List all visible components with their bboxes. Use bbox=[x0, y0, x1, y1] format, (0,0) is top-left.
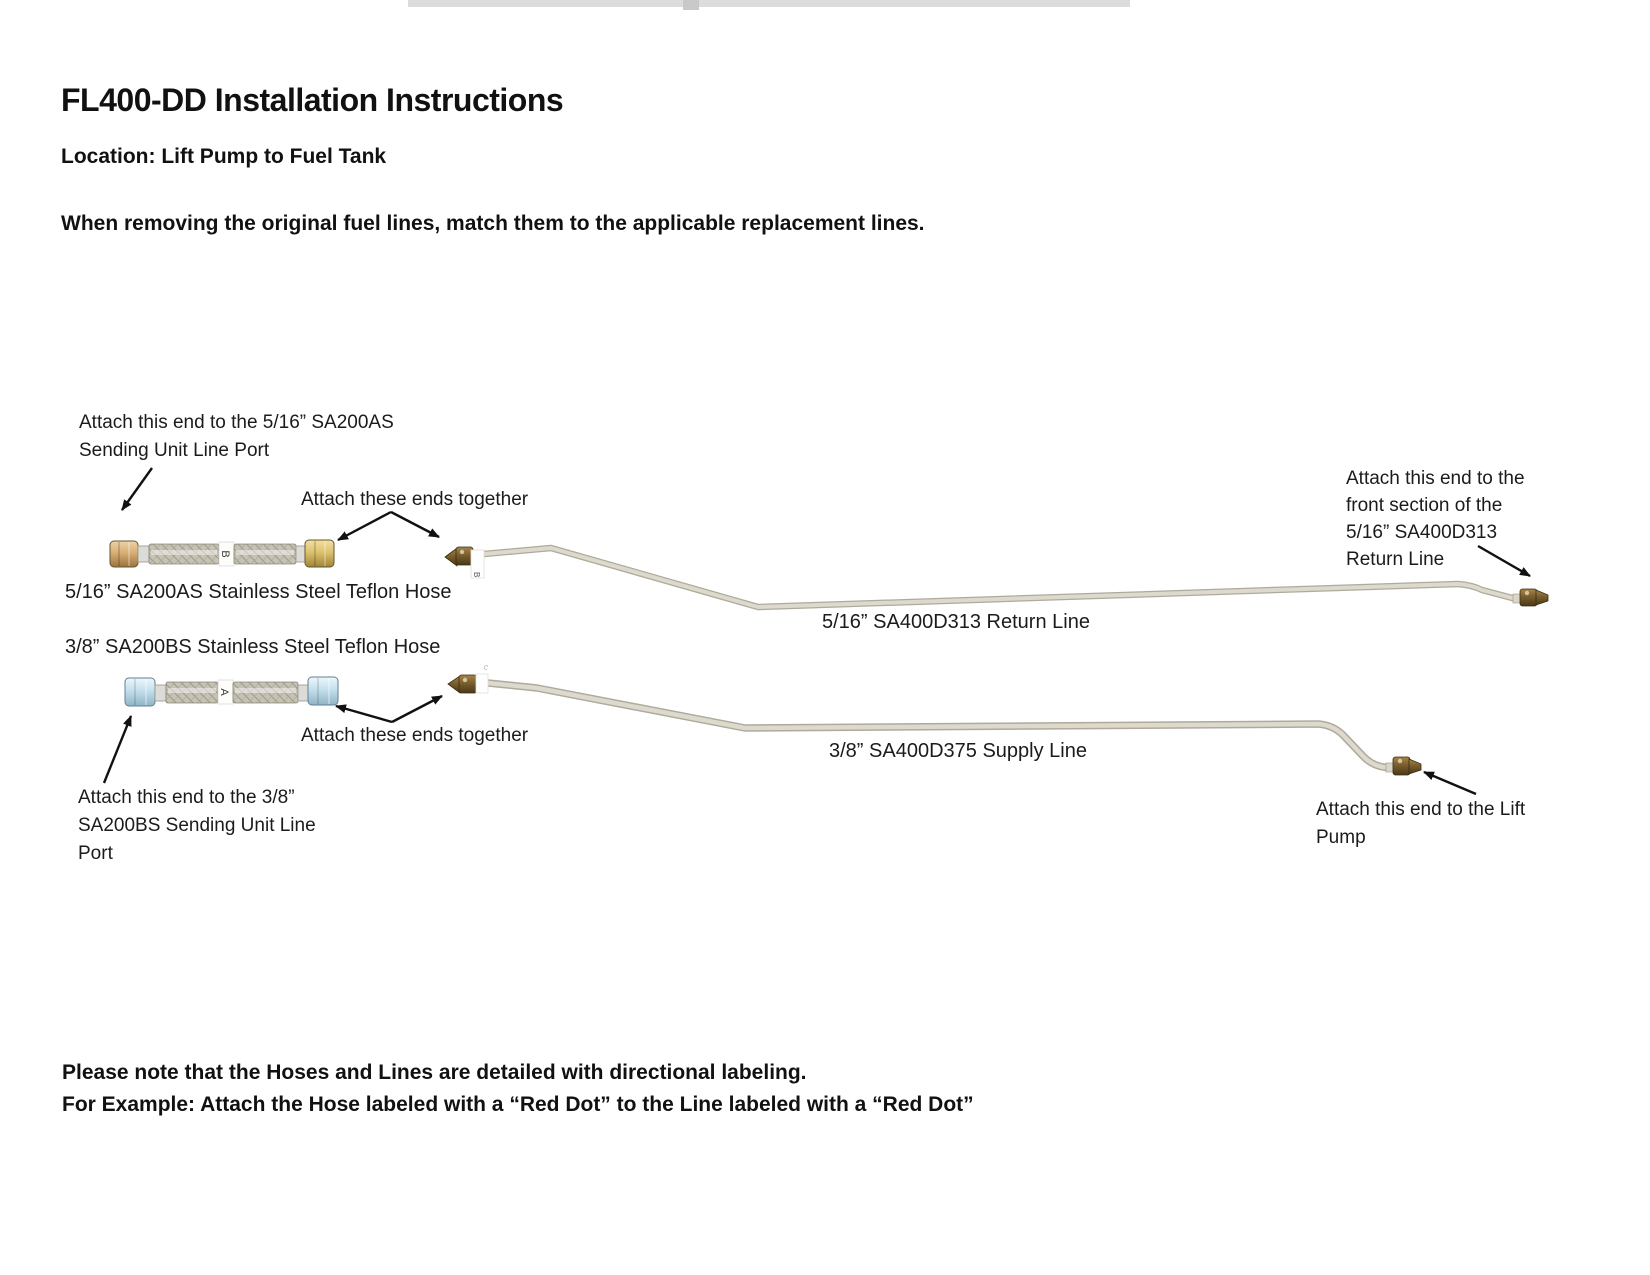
return-line: B bbox=[444, 544, 1549, 611]
annotation-attach-together-top: Attach these ends together bbox=[301, 489, 529, 510]
scan-artifact-strip bbox=[408, 0, 1130, 7]
hose-sa200bs-left-collar bbox=[154, 684, 167, 702]
hose-sa200as-label: 5/16” SA200AS Stainless Steel Teflon Hos… bbox=[65, 581, 452, 603]
return-line-label: 5/16” SA400D313 Return Line bbox=[822, 611, 1090, 633]
supply-line-tag-mark: c bbox=[482, 661, 490, 672]
annotation-bottom-left-line1: Attach this end to the 3/8” bbox=[78, 787, 295, 808]
supply-line-end-fitting bbox=[1385, 756, 1422, 776]
annotation-arrows bbox=[102, 467, 1531, 796]
page-title: FL400-DD Installation Instructions bbox=[61, 82, 564, 118]
arrow-to-supply-line-start bbox=[391, 694, 443, 724]
supply-line: c bbox=[447, 661, 1422, 776]
annotation-bottom-left-line3: Port bbox=[78, 843, 113, 864]
location-line: Location: Lift Pump to Fuel Tank bbox=[61, 145, 387, 168]
hose-sa200bs-label: 3/8” SA200BS Stainless Steel Teflon Hose bbox=[65, 636, 441, 658]
hose-sa200bs: A bbox=[124, 676, 339, 707]
annotation-right-top-line3: 5/16” SA400D313 bbox=[1346, 522, 1498, 543]
return-line-tag-band bbox=[470, 549, 485, 579]
annotation-top-left-line1: Attach this end to the 5/16” SA200AS bbox=[79, 412, 394, 433]
return-line-end-fitting bbox=[1512, 588, 1549, 607]
arrow-to-hose-a-right-end bbox=[335, 704, 393, 724]
hose-sa200bs-right-nut bbox=[307, 676, 339, 706]
annotation-right-top-line2: front section of the bbox=[1346, 495, 1503, 516]
annotation-attach-together-bottom: Attach these ends together bbox=[301, 725, 529, 746]
arrow-to-return-line-end bbox=[1477, 544, 1531, 578]
arrow-to-hose-b-left-end bbox=[121, 467, 153, 511]
supply-line-start-fitting: c bbox=[447, 661, 490, 694]
arrow-to-hose-a-left-end bbox=[102, 715, 133, 784]
hose-sa200as-left-collar bbox=[137, 545, 150, 563]
hose-sa200as-left-nut bbox=[109, 540, 139, 568]
hose-sa200as-tag-letter: B bbox=[219, 550, 231, 557]
annotation-bottom-left-line2: SA200BS Sending Unit Line bbox=[78, 815, 316, 836]
annotation-right-top-line4: Return Line bbox=[1346, 549, 1445, 570]
supply-line-tag-band bbox=[475, 673, 489, 694]
scan-artifact-tick bbox=[683, 0, 699, 10]
arrow-to-hose-b-right-end bbox=[337, 510, 392, 542]
return-line-start-fitting: B bbox=[444, 546, 485, 579]
hose-sa200as-right-nut bbox=[304, 539, 335, 568]
return-line-tag-letter: B bbox=[472, 572, 481, 577]
annotation-right-bottom-line2: Pump bbox=[1316, 827, 1366, 848]
arrow-to-supply-line-end bbox=[1423, 770, 1477, 796]
intro-line: When removing the original fuel lines, m… bbox=[61, 212, 925, 235]
annotation-top-left-line2: Sending Unit Line Port bbox=[79, 440, 270, 461]
hose-sa200as: B bbox=[109, 539, 335, 568]
annotation-right-top-line1: Attach this end to the bbox=[1346, 468, 1525, 489]
supply-line-tube bbox=[487, 680, 1394, 771]
hose-sa200bs-left-nut bbox=[124, 677, 156, 707]
hose-sa200bs-tag-letter: A bbox=[218, 688, 230, 696]
footer-note-line1: Please note that the Hoses and Lines are… bbox=[62, 1061, 807, 1084]
annotation-right-bottom-line1: Attach this end to the Lift bbox=[1316, 799, 1526, 820]
arrow-to-return-line-start bbox=[390, 510, 440, 539]
hose-sa200bs-right-collar bbox=[297, 684, 309, 702]
return-line-tube bbox=[483, 546, 1517, 609]
footer-note-line2: For Example: Attach the Hose labeled wit… bbox=[62, 1093, 974, 1116]
supply-line-label: 3/8” SA400D375 Supply Line bbox=[829, 740, 1087, 762]
